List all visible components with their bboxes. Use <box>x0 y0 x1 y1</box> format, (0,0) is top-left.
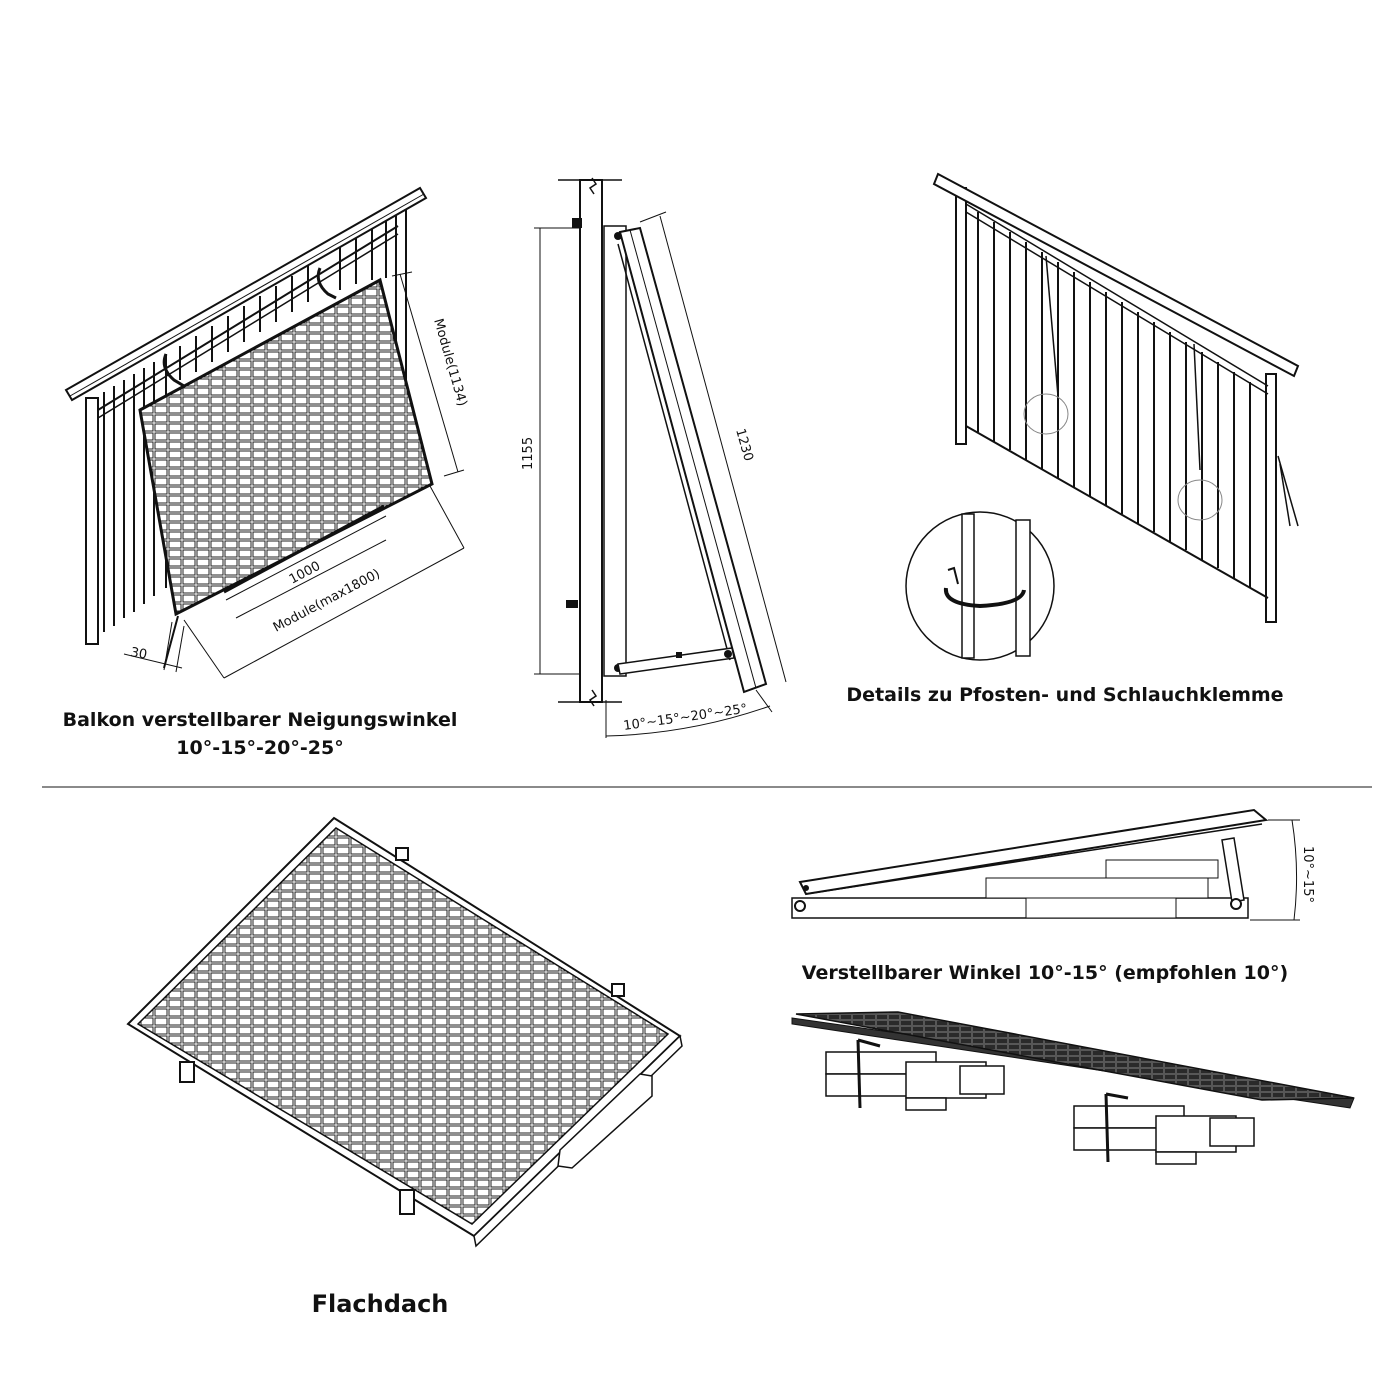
section-divider <box>42 786 1372 788</box>
hook-left <box>162 353 185 388</box>
railing-balusters <box>103 218 387 632</box>
flat-roof-panel-drawing <box>126 816 683 1248</box>
balcony-caption: Balkon verstellbarer Neigungswinkel 10°-… <box>40 706 480 762</box>
base-rail <box>791 897 1249 919</box>
hook-right <box>316 267 337 300</box>
post-side <box>579 179 603 703</box>
side-view-drawing: 1155 1230 10°~15°~20°~25° <box>521 177 787 738</box>
railing-post-left <box>85 397 99 645</box>
flat-angle-caption: Verstellbarer Winkel 10°-15° (empfohlen … <box>801 962 1289 984</box>
flat-panel-cells <box>136 827 670 1225</box>
clamp-details-caption: Details zu Pfosten- und Schlauchklemme <box>846 684 1284 706</box>
clamp-detail-drawing <box>905 172 1300 661</box>
flat-roof-caption: Flachdach <box>311 1290 449 1318</box>
balcony-caption-line1: Balkon verstellbarer Neigungswinkel <box>62 709 458 731</box>
ballast-panel <box>795 1011 1355 1101</box>
dim-side-length: 1230 <box>732 427 756 463</box>
dim-module-height: Module(1134) <box>430 317 469 408</box>
balcony-panel-drawing: Module(1134) 1000 Module(max1800) 30 <box>64 186 470 679</box>
clamp-detail-circle <box>905 511 1055 661</box>
handrail-right <box>932 172 1300 378</box>
ballast-drawing <box>791 1011 1355 1165</box>
hose-clamp <box>943 587 1026 609</box>
solar-panel <box>138 277 434 617</box>
dim-side-height: 1155 <box>521 437 536 470</box>
dim-width-1000: 1000 <box>287 559 323 588</box>
flat-roof-side-drawing: 10°~15° <box>791 808 1315 921</box>
dim-tilt-options: 10°~15°~20°~25° <box>622 702 748 734</box>
dim-offset-30: 30 <box>129 645 148 663</box>
support-bar <box>223 504 385 594</box>
dim-flat-tilt: 10°~15° <box>1300 846 1315 903</box>
balcony-caption-line2: 10°-15°-20°-25° <box>176 737 344 759</box>
